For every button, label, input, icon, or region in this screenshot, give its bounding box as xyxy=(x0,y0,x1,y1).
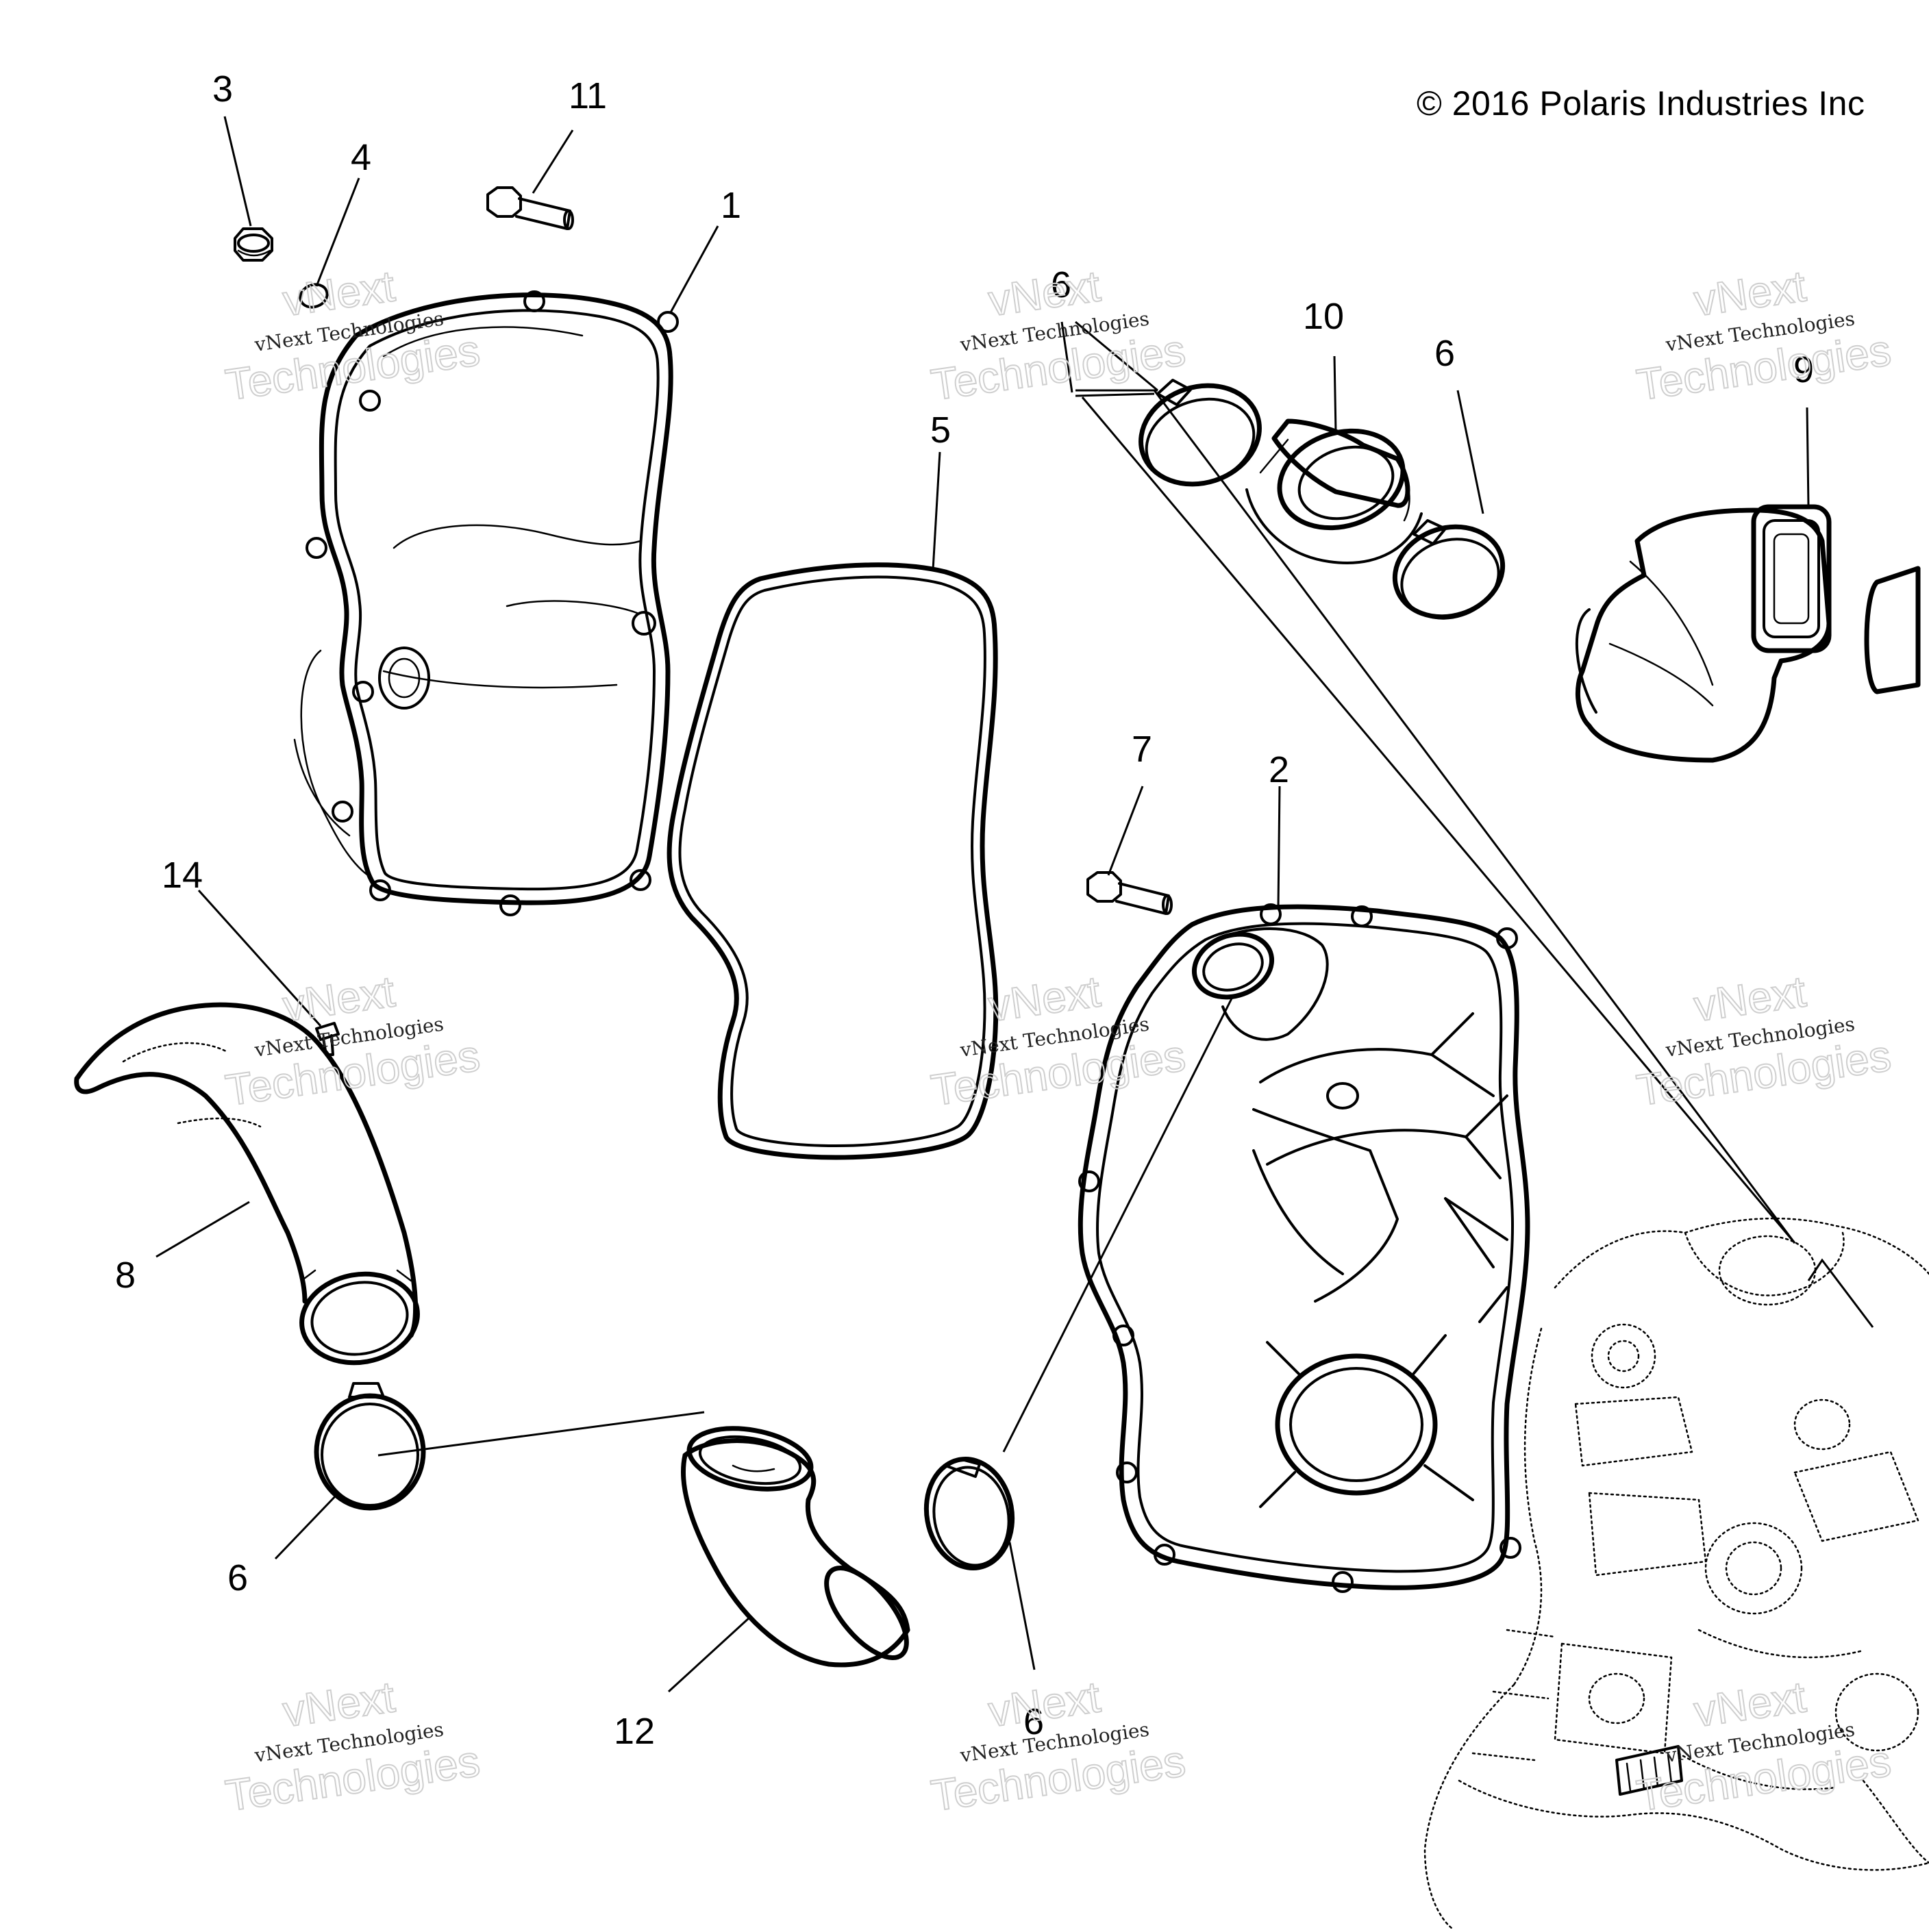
part-6-clamp-right xyxy=(1392,519,1506,620)
watermark-6: vNext Technologies vNext Technologies xyxy=(1633,966,1895,1116)
part-10-duct-coupler xyxy=(1245,418,1423,564)
watermarks: vNext Technologies vNext Technologies vN… xyxy=(222,260,1895,1821)
callout-4: 4 xyxy=(351,137,371,178)
watermark-5: vNext Technologies vNext Technologies xyxy=(928,966,1189,1116)
leader-lines xyxy=(155,116,1874,1693)
callout-6-lower-left: 6 xyxy=(227,1557,248,1598)
watermark-1: vNext Technologies vNext Technologies xyxy=(222,260,484,410)
copyright-notice: © 2016 Polaris Industries Inc xyxy=(1417,84,1865,123)
callout-6-bottom: 6 xyxy=(1023,1701,1044,1742)
watermark-4: vNext Technologies vNext Technologies xyxy=(222,966,484,1116)
part-8-exhaust-duct xyxy=(74,1002,420,1366)
callout-3: 3 xyxy=(212,68,233,110)
callout-12: 12 xyxy=(614,1711,655,1752)
callout-5: 5 xyxy=(930,410,951,451)
callout-1: 1 xyxy=(721,185,741,226)
part-4-o-ring xyxy=(299,283,329,309)
part-7-bolt xyxy=(1086,871,1173,915)
callout-6-right: 6 xyxy=(1434,333,1455,374)
engine-transmission-context xyxy=(1423,1217,1929,1930)
part-1-outer-clutch-cover xyxy=(293,290,679,916)
watermark-3: vNext Technologies vNext Technologies xyxy=(1633,260,1895,410)
watermark-9: vNext Technologies vNext Technologies xyxy=(1633,1671,1895,1821)
callout-10: 10 xyxy=(1303,296,1344,337)
watermark-8: vNext Technologies vNext Technologies xyxy=(928,1671,1189,1821)
part-12-elbow-duct xyxy=(681,1426,910,1668)
part-9-intake-duct xyxy=(1575,504,1921,763)
part-5-gasket xyxy=(667,562,999,1160)
part-6-clamp-lower-left xyxy=(314,1382,426,1511)
part-2-inner-clutch-cover xyxy=(1078,903,1530,1593)
callout-6-top: 6 xyxy=(1051,264,1071,305)
watermark-7: vNext Technologies vNext Technologies xyxy=(222,1671,484,1821)
part-11-bolt xyxy=(486,186,574,230)
part-3-nut xyxy=(234,227,273,262)
callout-8: 8 xyxy=(115,1255,136,1296)
part-6-clamp-top xyxy=(1138,379,1262,487)
callout-9: 9 xyxy=(1793,349,1814,390)
watermark-2: vNext Technologies vNext Technologies xyxy=(928,260,1189,410)
callout-numbers: 3 4 11 1 5 6 10 6 9 7 2 14 8 6 12 6 xyxy=(115,68,1814,1752)
part-6-clamp-bottom xyxy=(923,1456,1015,1571)
callout-11: 11 xyxy=(569,75,607,116)
callout-14: 14 xyxy=(162,855,203,896)
callout-7: 7 xyxy=(1132,729,1152,770)
callout-2: 2 xyxy=(1269,749,1289,790)
